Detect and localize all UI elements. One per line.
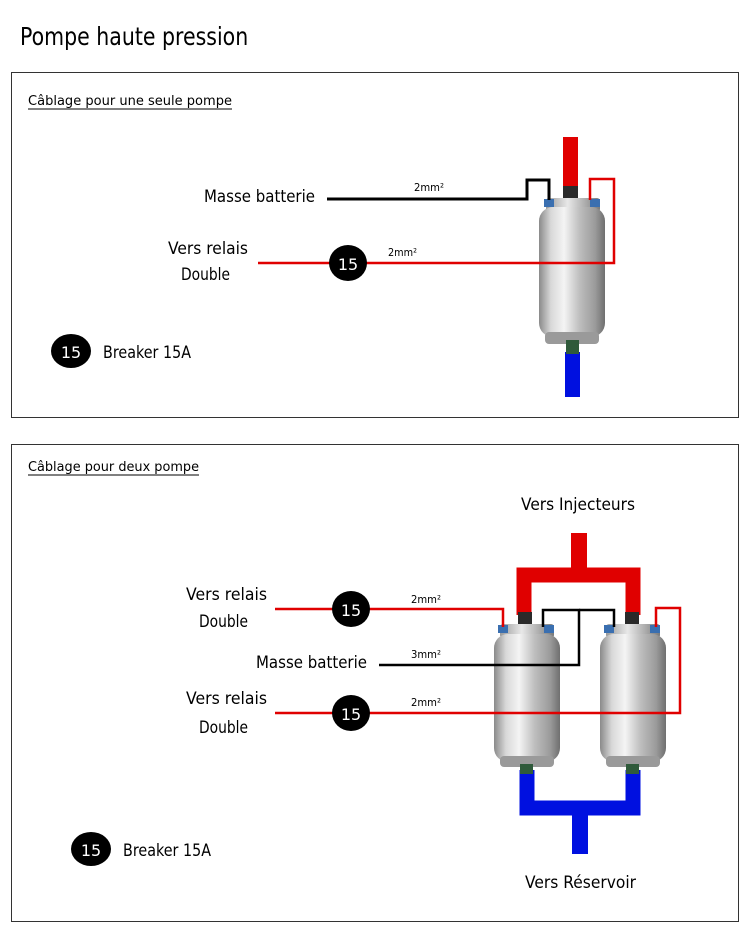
dual-pump-panel [11, 444, 739, 922]
single-breaker: 15 [329, 245, 367, 281]
dual-relay-top-gauge: 2mm² [411, 593, 441, 606]
single-inlet-pipe [565, 352, 580, 397]
single-pump-panel [11, 72, 739, 418]
dual-ground-label: Masse batterie [256, 653, 367, 673]
dual-relay-bottom-gauge: 2mm² [411, 696, 441, 709]
dual-relay-bottom-wire [275, 606, 682, 715]
svg-text:15: 15 [81, 841, 101, 860]
dual-relay-bottom-label-1: Vers relais [186, 689, 267, 709]
dual-legend-text: Breaker 15A [123, 841, 211, 861]
dual-relay-bottom-breaker: 15 [332, 695, 370, 731]
single-outlet-pipe [563, 137, 578, 189]
page-title: Pompe haute pression [20, 22, 249, 51]
svg-text:15: 15 [338, 255, 358, 274]
dual-tank-label: Vers Réservoir [525, 873, 636, 893]
single-ground-gauge: 2mm² [414, 181, 444, 194]
single-ground-wire [327, 178, 551, 201]
dual-pump-right [600, 612, 666, 774]
single-legend-text: Breaker 15A [103, 343, 191, 363]
single-legend-breaker: 15 [51, 334, 91, 368]
dual-ground-gauge: 3mm² [411, 648, 441, 661]
single-relay-wire [258, 177, 616, 265]
svg-text:15: 15 [61, 343, 81, 362]
dual-relay-top-breaker: 15 [332, 591, 370, 627]
single-heading: Câblage pour une seule pompe [28, 94, 232, 109]
svg-text:15: 15 [341, 705, 361, 724]
single-relay-gauge: 2mm² [388, 246, 417, 259]
dual-legend-breaker: 15 [71, 832, 111, 866]
svg-text:15: 15 [341, 601, 361, 620]
dual-relay-top-label-2: Double [199, 612, 248, 632]
dual-heading: Câblage pour deux pompe [28, 460, 199, 475]
dual-relay-bottom-label-2: Double [199, 718, 248, 738]
single-relay-label-1: Vers relais [168, 239, 248, 259]
single-ground-label: Masse batterie [204, 187, 315, 207]
dual-relay-top-label-1: Vers relais [186, 585, 267, 605]
dual-injectors-label: Vers Injecteurs [521, 495, 635, 515]
single-relay-label-2: Double [181, 265, 230, 285]
dual-inlet-manifold [519, 770, 641, 816]
dual-relay-top-wire [275, 607, 505, 627]
single-pump [539, 186, 605, 354]
dual-pump-left [494, 612, 560, 774]
